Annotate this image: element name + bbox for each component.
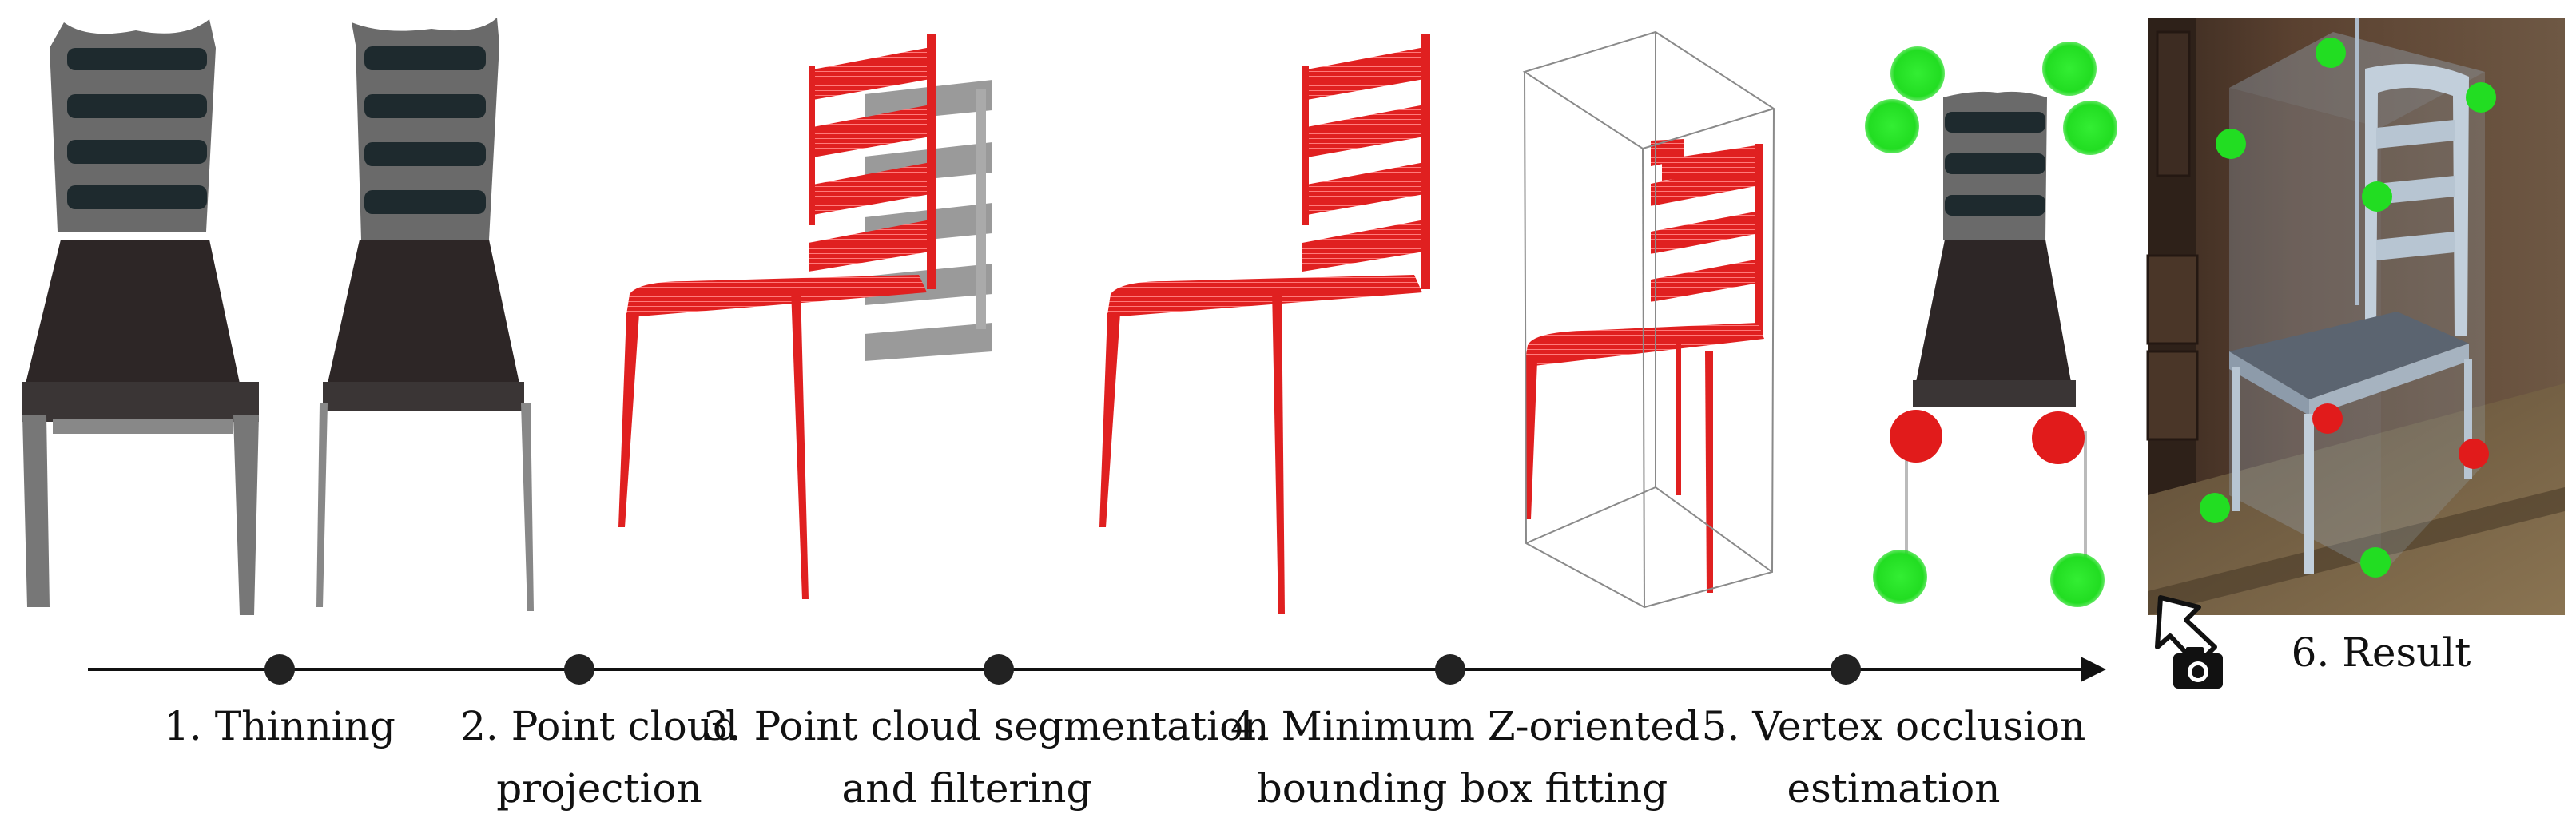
- timeline: [88, 654, 2106, 685]
- occluded-vertex-marker: [2312, 403, 2343, 434]
- chair-thinning-image: [22, 19, 259, 615]
- step-5-label: 5. Vertex occlusion estimation: [1694, 695, 2093, 820]
- visible-vertex-marker: [2063, 101, 2117, 155]
- timeline-marker: [264, 654, 295, 685]
- camera-icon: [2173, 647, 2223, 689]
- step-5-line-2: estimation: [1694, 757, 2093, 820]
- visible-vertex-marker: [1865, 99, 1919, 153]
- step-4-line-1: 4. Minimum Z-oriented: [1230, 695, 1694, 757]
- timeline-arrowhead: [2081, 657, 2106, 682]
- visible-vertex-marker: [1873, 550, 1927, 604]
- point-cloud-segmentation: [618, 34, 992, 599]
- point-cloud-chair: [1099, 34, 1430, 614]
- result-label-text: 6. Result: [2229, 622, 2533, 684]
- step-1-line-1: 1. Thinning: [128, 695, 431, 757]
- chair-projection-image: [316, 18, 534, 611]
- visible-vertex-marker: [2466, 82, 2496, 113]
- occluded-vertex-marker: [2459, 439, 2489, 469]
- step-3-line-1: 3. Point cloud segmentation: [703, 695, 1230, 757]
- visible-vertex-marker: [2200, 493, 2230, 523]
- visible-vertex-marker: [2360, 547, 2391, 578]
- step-4-label: 4. Minimum Z-oriented bounding box fitti…: [1230, 695, 1694, 820]
- timeline-marker: [984, 654, 1014, 685]
- result-photo: [2148, 18, 2565, 615]
- occluded-vertex-marker: [2032, 411, 2085, 464]
- result-label: 6. Result: [2229, 622, 2533, 684]
- step-5-line-1: 5. Vertex occlusion: [1694, 695, 2093, 757]
- occlusion-chair-image: [1905, 92, 2087, 567]
- occluded-vertex-marker: [1890, 410, 1942, 463]
- visible-vertex-marker: [2362, 181, 2392, 212]
- timeline-marker: [564, 654, 594, 685]
- step-3-label: 3. Point cloud segmentation and filterin…: [703, 695, 1230, 820]
- timeline-marker: [1435, 654, 1465, 685]
- bounding-box-frame: [1525, 32, 1774, 607]
- step-3-line-2: and filtering: [703, 757, 1230, 820]
- visible-vertex-marker: [1890, 46, 1945, 101]
- timeline-marker: [1831, 654, 1861, 685]
- visible-vertex-marker: [2216, 129, 2246, 159]
- step-4-line-2: bounding box fitting: [1230, 757, 1694, 820]
- step-1-label: 1. Thinning: [128, 695, 431, 757]
- visible-vertex-marker: [2050, 553, 2105, 607]
- visible-vertex-marker: [2042, 42, 2097, 96]
- visible-vertex-marker: [2316, 38, 2346, 68]
